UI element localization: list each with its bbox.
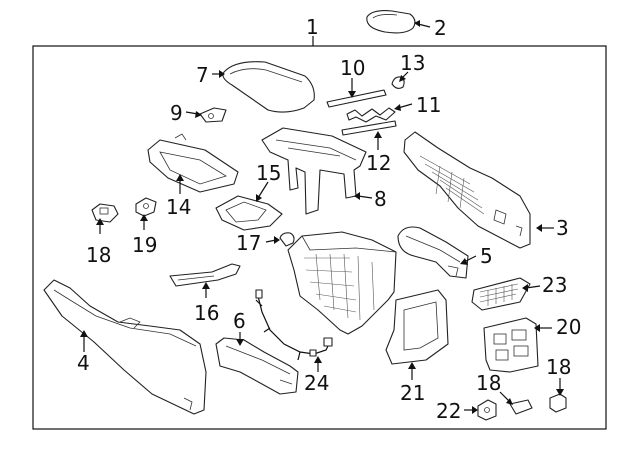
callout-2: 2	[434, 16, 447, 40]
callout-13: 13	[400, 51, 425, 75]
diagram-frame	[32, 45, 607, 430]
callout-15: 15	[256, 161, 281, 185]
callout-5: 5	[480, 244, 493, 268]
callout-6: 6	[233, 309, 246, 333]
callout-1: 1	[306, 15, 319, 39]
part-6-duct	[215, 337, 299, 395]
callout-22: 22	[436, 399, 461, 423]
part-16-bar	[169, 263, 241, 287]
leader-lines	[80, 20, 564, 414]
part-18-switch-middle	[509, 399, 533, 415]
part-12-strip	[341, 120, 397, 136]
callout-4: 4	[77, 351, 90, 375]
callout-8: 8	[374, 187, 387, 211]
part-24-harness	[255, 289, 333, 361]
callout-10: 10	[340, 56, 365, 80]
part-17-clip	[279, 232, 295, 247]
part-15-cup-tray	[215, 195, 283, 231]
callout-23: 23	[542, 273, 567, 297]
part-4-side-panel	[43, 279, 207, 415]
part-console-body	[287, 231, 397, 335]
part-3-side-panel	[403, 131, 531, 249]
callout-12: 12	[366, 151, 391, 175]
part-7-armrest	[222, 61, 315, 113]
callout-9: 9	[170, 101, 183, 125]
callout-7: 7	[196, 63, 209, 87]
callout-20: 20	[556, 315, 581, 339]
callout-18-left: 18	[86, 243, 111, 267]
part-5-duct	[397, 226, 469, 279]
callout-16: 16	[194, 301, 219, 325]
callout-18-middle: 18	[476, 371, 501, 395]
callout-17: 17	[236, 231, 261, 255]
part-9-latch	[199, 107, 227, 123]
callout-21: 21	[400, 381, 425, 405]
callout-24: 24	[304, 371, 329, 395]
callout-18-right: 18	[546, 355, 571, 379]
part-2-lid	[366, 10, 416, 34]
callout-14: 14	[166, 195, 191, 219]
part-20-panel	[483, 317, 539, 373]
callout-3: 3	[556, 216, 569, 240]
part-11-bracket	[346, 107, 396, 123]
callout-11: 11	[416, 93, 441, 117]
part-8-bracket	[261, 127, 367, 215]
part-21-bezel	[385, 289, 449, 365]
callout-19: 19	[132, 233, 157, 257]
part-23-vent	[471, 277, 531, 311]
part-19-switch	[135, 197, 157, 217]
part-10-strip	[326, 89, 387, 108]
part-18-switch-left	[91, 203, 119, 223]
part-14-tray	[147, 133, 239, 193]
part-18-switch-right	[549, 393, 567, 413]
part-22-switch	[477, 399, 497, 421]
